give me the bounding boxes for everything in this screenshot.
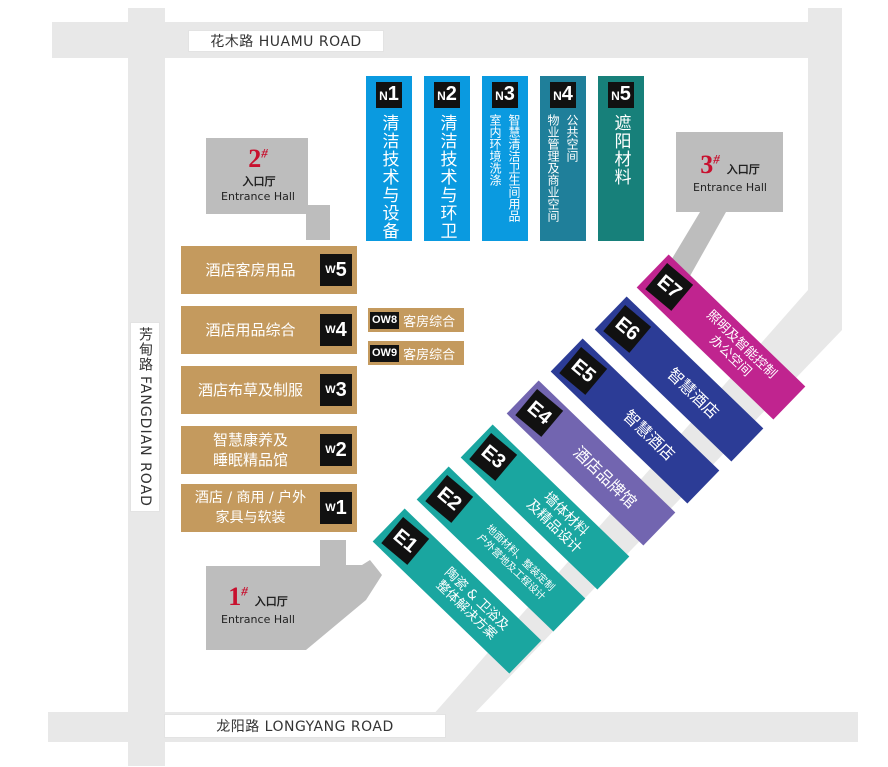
hall-n2-name: 清洁技术与环卫	[436, 114, 457, 240]
hall-ow8[interactable]: OW8 客房综合	[368, 308, 464, 332]
west-road-label: 芳甸路 FANGDIAN ROAD	[130, 322, 160, 512]
hall-n4-code: N4	[550, 82, 576, 108]
hall-n2-code: N2	[434, 82, 460, 108]
hall-n3-code: N3	[492, 82, 518, 108]
east-road	[808, 8, 842, 300]
hall-ow8-name: 客房综合	[403, 314, 456, 330]
hall-n3-name-line1: 智慧清洁卫生间用品	[507, 114, 521, 222]
hall-w3-name: 酒店布草及制服	[197, 381, 303, 399]
south-road-label: 龙阳路 LONGYANG ROAD	[164, 714, 446, 738]
hall-n1-code: N1	[376, 82, 402, 108]
entrance-1[interactable]: 1# 入口厅 Entrance Hall	[210, 582, 306, 626]
entrance-3-label-cn: 入口厅	[726, 163, 760, 176]
hall-n1-name: 清洁技术与设备	[378, 114, 399, 240]
hall-n5[interactable]: N5 遮阳材料	[598, 76, 644, 241]
hall-n4-name-line1: 公共空间	[565, 114, 579, 162]
hall-n4-name-line2: 物业管理及商业空间	[546, 114, 560, 222]
west-road-label-cn: 芳甸路	[137, 327, 153, 373]
hall-ow8-code: OW8	[370, 311, 400, 329]
entrance-1-block	[206, 540, 382, 650]
hall-w2-name: 智慧康养及 睡眠精品馆	[212, 431, 288, 469]
hall-n3[interactable]: N3 智慧清洁卫生间用品 室内环境洗涤	[482, 76, 528, 241]
entrance-1-number: 1#	[228, 582, 248, 611]
hall-n3-name-line2: 室内环境洗涤	[488, 114, 502, 186]
entrance-2[interactable]: 2# 入口厅 Entrance Hall	[210, 144, 306, 203]
north-road-label: 花木路 HUAMU ROAD	[188, 30, 384, 52]
entrance-1-label-en: Entrance Hall	[221, 613, 295, 626]
hall-n4[interactable]: N4 公共空间 物业管理及商业空间	[540, 76, 586, 241]
entrance-2-block	[206, 138, 330, 240]
entrance-2-number: 2#	[248, 144, 268, 173]
north-road	[52, 22, 836, 58]
hall-n5-name: 遮阳材料	[610, 114, 631, 186]
hall-w1-name: 酒店 / 商用 / 户外 家具与软装	[194, 490, 307, 526]
hall-n5-code: N5	[608, 82, 634, 108]
entrance-3-block	[670, 132, 783, 276]
entrance-2-label-cn: 入口厅	[242, 175, 276, 188]
hall-n1[interactable]: N1 清洁技术与设备	[366, 76, 412, 241]
entrance-3[interactable]: 3# 入口厅 Entrance Hall	[682, 150, 778, 194]
west-road-label-en: FANGDIAN ROAD	[137, 376, 153, 507]
hall-ow9-code: OW9	[370, 344, 400, 362]
entrance-1-label-cn: 入口厅	[254, 595, 288, 608]
hall-w5-name: 酒店客房用品	[205, 261, 296, 279]
hall-n2[interactable]: N2 清洁技术与环卫	[424, 76, 470, 241]
entrance-2-label-en: Entrance Hall	[221, 190, 295, 203]
hall-ow9-name: 客房综合	[403, 347, 456, 363]
hall-w4-name: 酒店用品综合	[205, 321, 296, 339]
entrance-3-label-en: Entrance Hall	[693, 181, 767, 194]
entrance-3-number: 3#	[700, 150, 720, 179]
hall-ow9[interactable]: OW9 客房综合	[368, 341, 464, 365]
